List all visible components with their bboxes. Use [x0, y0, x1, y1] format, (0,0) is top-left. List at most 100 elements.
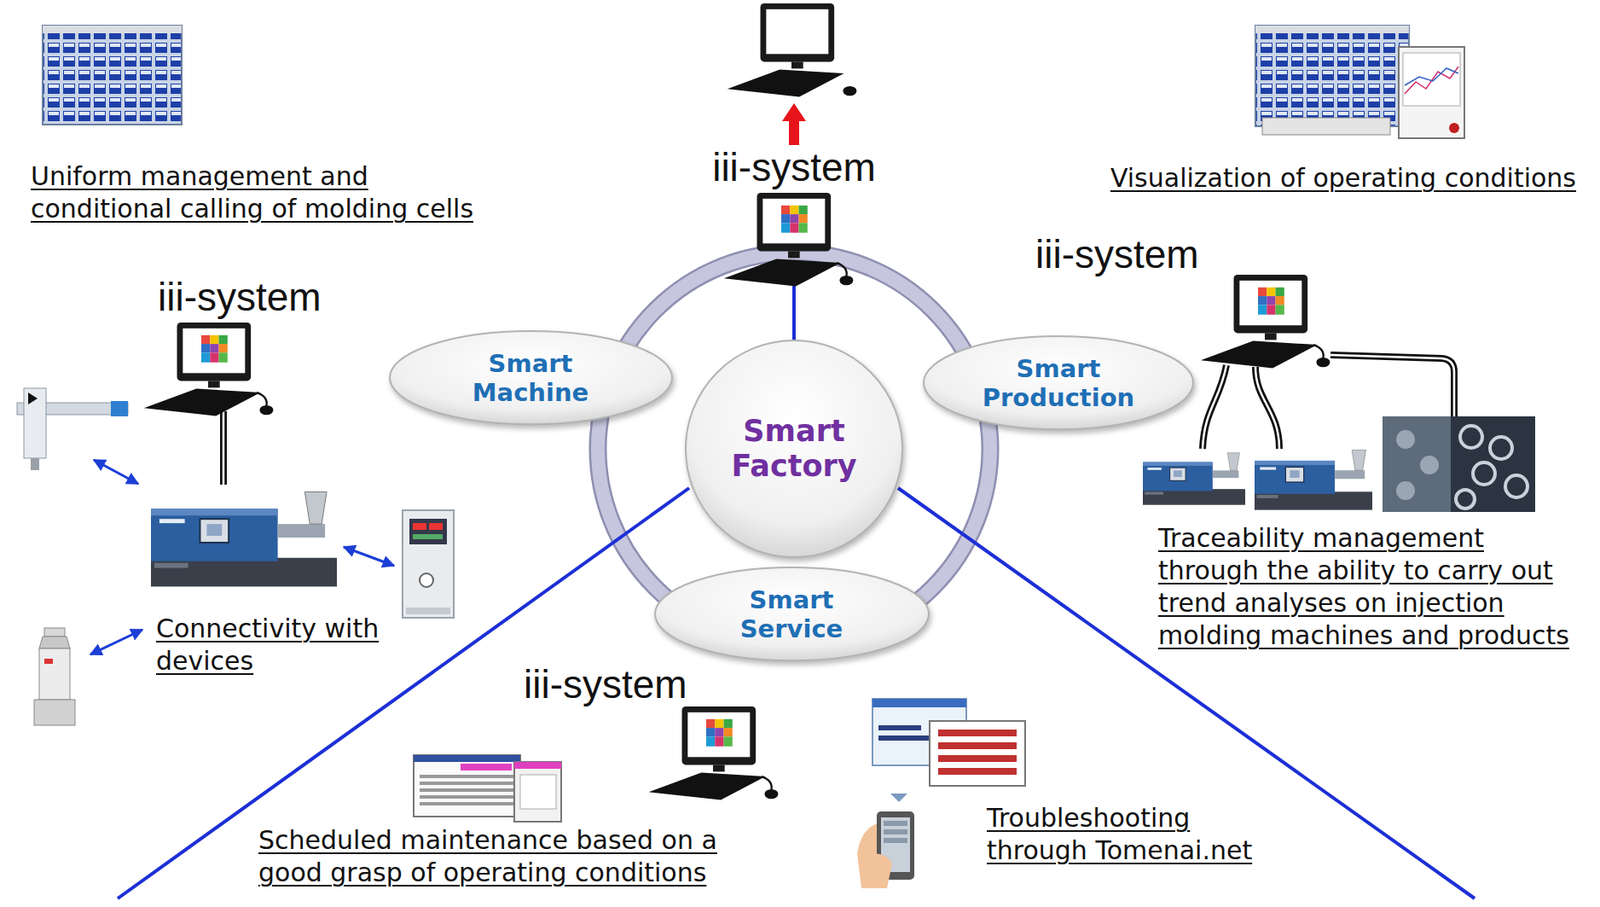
smart-ring: [597, 252, 991, 645]
robot-arm-part: [30, 457, 40, 470]
monitor-screenshot-part: [1255, 25, 1409, 34]
smartphone-hand-part: [883, 828, 908, 835]
monitor-screenshot-part: [1255, 25, 1409, 127]
molding-machine: [150, 491, 337, 586]
monitor-screenshot-part: [1262, 117, 1391, 135]
maintenance-screenshot-part: [419, 794, 514, 799]
hub-circle: Smart Factory: [684, 338, 905, 559]
pillar-ellipse: Smart Service: [653, 565, 931, 662]
material-dryer-part: [39, 636, 70, 649]
tomenai-screenshot-part: [929, 720, 1026, 786]
monitor-screenshot-part: [1398, 46, 1465, 139]
monitor-screenshot-part: [1404, 66, 1459, 94]
link-arrow-part: [343, 546, 395, 566]
red-arrow: [782, 103, 806, 145]
double-cable-part: [1202, 365, 1227, 449]
maintenance-screenshot-part: [460, 763, 512, 771]
monitor-icon: [727, 3, 858, 97]
red-arrow-part: [788, 119, 800, 145]
molding-machine: [1254, 449, 1373, 510]
computer-icon: [649, 706, 779, 800]
system-label: iii-system: [712, 144, 876, 190]
link-arrow-part: [93, 459, 139, 484]
mold-photo-part: [1460, 425, 1483, 448]
system-label: iii-system: [523, 661, 688, 707]
mold-photo-part: [1420, 455, 1439, 475]
red-arrow-part: [782, 103, 806, 122]
smartphone-hand-part: [868, 852, 893, 888]
computer-icon: [144, 322, 274, 416]
feature-caption: Troubleshooting through Tomenai.net: [986, 801, 1269, 867]
material-dryer-part: [44, 627, 65, 637]
feature-caption: Uniform management and conditional calli…: [30, 160, 492, 226]
double-cable: [223, 411, 225, 485]
smartphone-hand: [857, 811, 915, 888]
double-cable-part: [1255, 366, 1280, 449]
divider-line-part: [792, 285, 796, 342]
robot-arm-part: [110, 400, 128, 417]
feature-caption: Visualization of operating conditions: [1110, 162, 1577, 195]
material-dryer-part: [44, 658, 53, 664]
feature-caption: Connectivity with devices: [156, 612, 395, 678]
cell-grid-screenshot-part: [42, 25, 182, 125]
node-text-group: Smart Factory: [730, 413, 857, 485]
node-label: Smart Machine: [472, 348, 590, 407]
node-label: Smart Factory: [730, 413, 857, 485]
maintenance-screenshot-part: [419, 781, 514, 785]
robot-arm-part: [28, 392, 38, 405]
feature-caption: Traceability management through the abil…: [1158, 521, 1589, 652]
double-cable-part: [222, 411, 226, 485]
temperature-controller-part: [412, 533, 443, 540]
double-cable-part: [220, 411, 227, 485]
material-dryer-part: [39, 648, 70, 700]
tomenai-screenshot-part: [938, 767, 1017, 775]
smartphone-hand-part: [883, 820, 908, 826]
shape-fill: [389, 330, 673, 424]
node-label: Smart Service: [740, 585, 844, 644]
robot-arm-part: [23, 388, 47, 458]
tomenai-screenshot-part: [872, 698, 967, 708]
monitor-screenshot-part: [1404, 68, 1459, 86]
maintenance-screenshot: [413, 754, 562, 822]
molding-machine: [1142, 452, 1246, 505]
maintenance-screenshot-part: [419, 801, 514, 806]
monitor-screenshot-part: [1449, 122, 1460, 134]
mold-photo-part: [1396, 481, 1415, 500]
node-text-group: Smart Service: [740, 585, 844, 644]
tomenai-screenshot-part: [890, 793, 908, 802]
mold-photo-part: [1382, 416, 1536, 512]
mold-photo-part: [1396, 429, 1415, 449]
maintenance-screenshot-part: [419, 788, 514, 792]
tomenai-screenshot-part: [938, 754, 1017, 762]
maintenance-screenshot-part: [419, 774, 514, 778]
maintenance-screenshot-part: [514, 761, 562, 822]
tomenai-screenshot-part: [878, 724, 922, 731]
temperature-controller-part: [428, 522, 443, 530]
pillar-ellipse: Smart Production: [921, 334, 1195, 431]
shape-fill: [923, 336, 1194, 429]
tomenai-screenshot-part: [878, 735, 930, 741]
computer-icon: [724, 192, 854, 286]
smart-ring-part: [597, 252, 991, 645]
node-text-group: Smart Production: [982, 353, 1135, 412]
maintenance-screenshot-part: [520, 774, 557, 809]
robot-arm: [17, 388, 128, 470]
double-cable-part: [1330, 354, 1455, 417]
double-cable-part: [1255, 366, 1280, 449]
maintenance-screenshot-part: [514, 761, 562, 769]
temperature-controller-part: [402, 510, 454, 618]
shape-fill: [655, 567, 929, 661]
double-cable-part: [1202, 365, 1227, 449]
maintenance-screenshot-part: [413, 754, 521, 817]
temperature-controller-part: [419, 573, 434, 587]
mold-photo-part: [1489, 436, 1513, 459]
node-label: Smart Production: [982, 353, 1135, 412]
feature-caption: Scheduled maintenance based on a good gr…: [258, 823, 762, 889]
system-label: iii-system: [1035, 231, 1200, 277]
maintenance-screenshot-part: [413, 754, 521, 762]
node-text-group: Smart Machine: [472, 348, 590, 407]
link-arrow-part: [90, 629, 143, 655]
cell-grid-screenshot-part: [42, 25, 182, 34]
mold-photo-part: [1505, 475, 1528, 498]
